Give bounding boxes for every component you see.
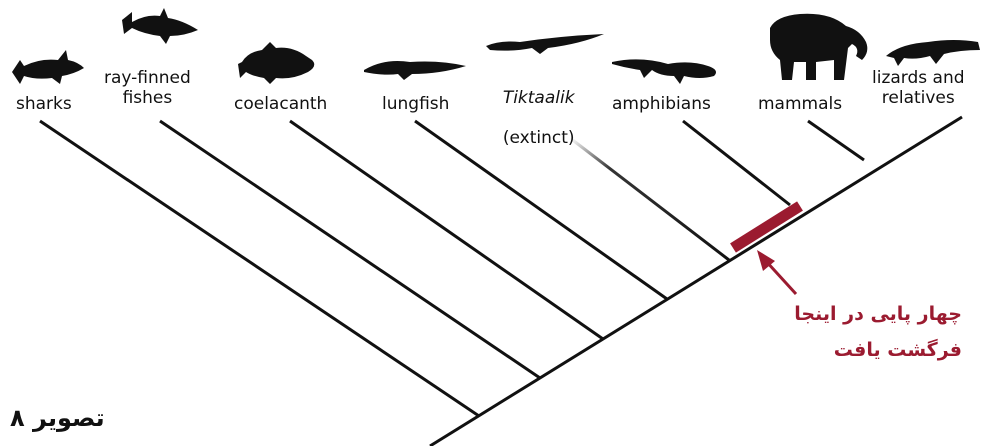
lungfish-icon <box>364 61 466 80</box>
tiktaalik-icon <box>486 34 604 54</box>
branch-amphibians <box>683 121 790 205</box>
coelacanth-icon <box>238 42 314 84</box>
label-sharks: sharks <box>16 94 72 114</box>
label-tiktaalik-name: Tiktaalik <box>503 88 575 108</box>
label-tiktaalik: Tiktaalik (extinct) <box>492 68 575 148</box>
branch-mammals <box>808 121 864 160</box>
branch-coelacanth <box>290 121 603 339</box>
elephant-icon <box>770 14 867 80</box>
salamander-icon <box>612 59 716 84</box>
tuna-icon <box>122 8 198 44</box>
label-amphibians: amphibians <box>612 94 711 114</box>
lizard-icon <box>886 40 980 66</box>
label-tiktaalik-note: (extinct) <box>503 128 575 148</box>
branch-tiktaalik <box>570 138 729 260</box>
tetrapod-marker <box>733 206 800 248</box>
shark-icon <box>12 50 84 84</box>
label-ray-finned: ray-finned fishes <box>104 68 191 108</box>
tetrapod-annotation: چهار پایی در اینجا فرگشت یافت <box>722 296 962 368</box>
label-lungfish: lungfish <box>382 94 449 114</box>
label-lizards: lizards and relatives <box>872 68 965 108</box>
branch-ray-finned <box>160 121 540 378</box>
label-coelacanth: coelacanth <box>234 94 327 114</box>
annotation-line-1: چهار پایی در اینجا <box>722 296 962 332</box>
label-mammals: mammals <box>758 94 842 114</box>
branch-sharks <box>40 121 479 416</box>
figure-caption: تصویر ۸ <box>10 404 105 432</box>
annotation-line-2: فرگشت یافت <box>722 332 962 368</box>
tree-trunk <box>430 117 962 446</box>
